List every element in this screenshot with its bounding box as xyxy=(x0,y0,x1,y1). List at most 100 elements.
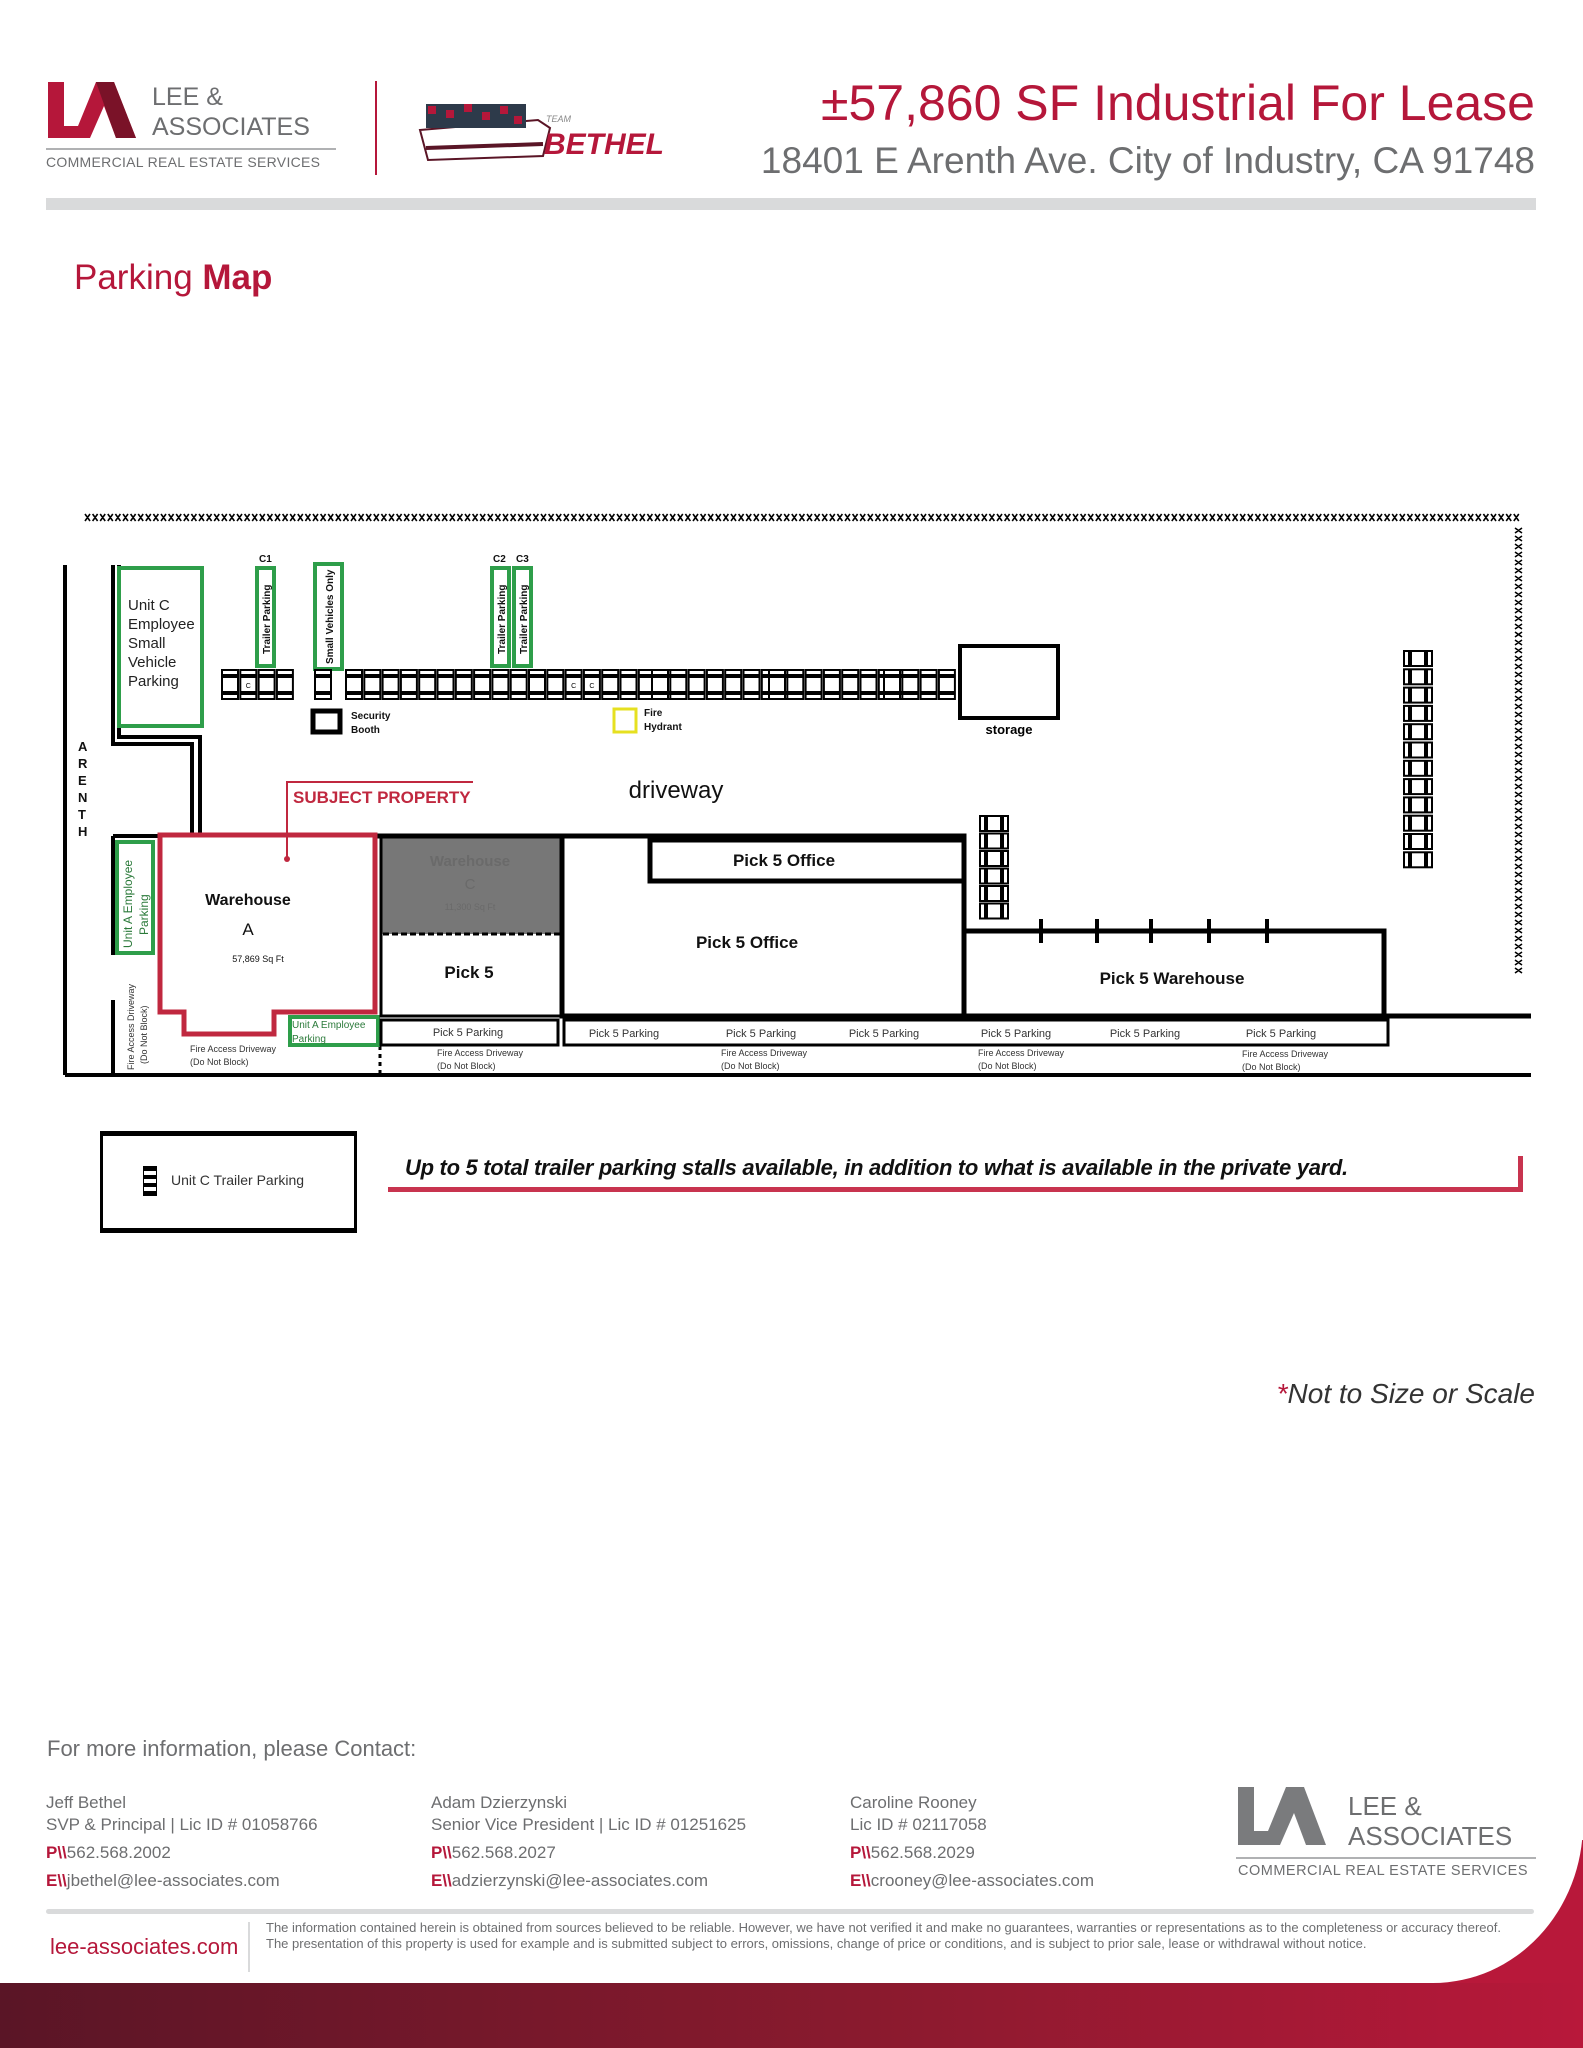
parking-stall xyxy=(399,669,418,700)
pick5-parking-label: Pick 5 Parking xyxy=(1246,1028,1316,1040)
fence-crosses xyxy=(84,513,1523,974)
unit-c-employee-parking-zone xyxy=(117,566,204,728)
pick5-office-label: Pick 5 Office xyxy=(733,851,835,870)
header-divider xyxy=(375,81,377,175)
pick5-parking-label: Pick 5 Parking xyxy=(1110,1028,1180,1040)
fire-access-label: (Do Not Block) xyxy=(437,1061,496,1071)
parking-stall xyxy=(705,669,724,700)
ship-icon xyxy=(418,104,552,162)
parking-stall xyxy=(979,902,1009,920)
warehouse-c-label: Warehouse xyxy=(430,853,510,870)
parking-stall xyxy=(345,669,363,700)
contact-phone[interactable]: 562.568.2027 xyxy=(451,1843,556,1862)
contact-email[interactable]: crooney@lee-associates.com xyxy=(870,1871,1095,1890)
fire-access-label: Fire Access Driveway xyxy=(437,1048,524,1058)
parking-stall xyxy=(1403,851,1433,869)
parking-stall: C xyxy=(239,669,258,700)
parking-stall xyxy=(546,669,565,700)
parking-stall xyxy=(786,669,805,700)
warehouse-c-letter: C xyxy=(465,876,476,893)
parking-stall xyxy=(619,669,638,700)
parking-stall xyxy=(937,669,956,700)
legend-box: Unit C Trailer Parking xyxy=(100,1131,357,1233)
listing-address: 18401 E Arenth Ave. City of Industry, CA… xyxy=(760,140,1535,181)
parking-stall xyxy=(454,669,473,700)
street-name-letter: R xyxy=(78,756,88,771)
unit-a-parking-label: Unit A Employee xyxy=(292,1020,366,1031)
fire-access-label: Fire Access Driveway xyxy=(1242,1049,1329,1059)
contact-name: Jeff Bethel xyxy=(46,1793,127,1812)
parking-stall xyxy=(768,669,786,700)
parking-stall xyxy=(979,850,1009,867)
trailer-parking-c3 xyxy=(512,566,533,668)
contact-email[interactable]: jbethel@lee-associates.com xyxy=(66,1871,280,1890)
parking-stall xyxy=(601,669,620,700)
callout-bar xyxy=(1518,1156,1523,1192)
logo-line2: ASSOCIATES xyxy=(152,113,310,141)
warehouse-a-label: Warehouse xyxy=(205,892,291,909)
street-name-letter: E xyxy=(78,773,87,788)
pick5-warehouse-building xyxy=(964,928,1531,1019)
parking-stall xyxy=(1403,686,1433,704)
unit-c-label: Employee xyxy=(128,616,195,633)
email-prefix: E\\ xyxy=(850,1871,871,1890)
c1-label: C1 xyxy=(259,554,272,565)
fire-access-label: Fire Access Driveway xyxy=(721,1048,808,1058)
fire-access-label: Fire Access Driveway xyxy=(126,983,136,1070)
parking-stall xyxy=(473,669,492,700)
lee-logo-mark-icon xyxy=(1238,1787,1326,1845)
parking-stall xyxy=(491,669,510,700)
footer-divider xyxy=(248,1922,250,1972)
stall-mark: C xyxy=(571,683,576,690)
unit-c-label: Parking xyxy=(128,673,179,690)
parking-stall xyxy=(1403,723,1433,741)
contact-email[interactable]: adzierzynski@lee-associates.com xyxy=(451,1871,709,1890)
legend-label: Unit C Trailer Parking xyxy=(171,1172,305,1188)
bethel-label: BETHEL xyxy=(544,128,664,161)
scale-asterisk: * xyxy=(1276,1378,1288,1409)
parking-stall xyxy=(724,669,743,700)
parking-stall xyxy=(1403,759,1433,777)
fence-line xyxy=(84,513,1523,974)
page-title-normal: Parking xyxy=(74,258,203,297)
parking-stall xyxy=(509,669,528,700)
security-booth xyxy=(310,708,343,735)
subject-property-pointer xyxy=(286,781,473,858)
fire-access-label: Fire Access Driveway xyxy=(190,1044,277,1054)
footer-lee-logo: LEE & ASSOCIATES COMMERCIAL REAL ESTATE … xyxy=(1236,1787,1536,1883)
parking-stall: C xyxy=(564,669,583,700)
disclaimer: The information contained herein is obta… xyxy=(266,1920,1501,1951)
contact-card: Jeff Bethel SVP & Principal | Lic ID # 0… xyxy=(46,1792,318,1892)
team-label: TEAM xyxy=(546,114,572,124)
parking-stall xyxy=(687,669,706,700)
fire-access-label: (Do Not Block) xyxy=(190,1057,249,1067)
parking-stall xyxy=(381,669,400,700)
parking-stall xyxy=(979,867,1009,885)
parking-stall: C xyxy=(582,669,601,700)
contact-phone[interactable]: 562.568.2029 xyxy=(870,1843,975,1862)
warehouse-c xyxy=(381,836,562,934)
parking-stall xyxy=(919,669,938,700)
footer-rule xyxy=(46,1909,1534,1914)
fire-hydrant-label: Hydrant xyxy=(644,722,682,733)
contact-title: Lic ID # 02117058 xyxy=(850,1815,987,1834)
stall-mark: C xyxy=(246,683,251,690)
pick5-parking-label: Pick 5 Parking xyxy=(589,1028,659,1040)
phone-prefix: P\\ xyxy=(431,1843,452,1862)
street-name-letter: T xyxy=(78,807,86,822)
website-link[interactable]: lee-associates.com xyxy=(50,1934,239,1959)
parking-stall xyxy=(859,669,878,700)
parking-stall xyxy=(979,832,1009,850)
trailer-parking-c1 xyxy=(255,566,276,668)
phone-prefix: P\\ xyxy=(850,1843,871,1862)
parking-stall xyxy=(1403,668,1433,686)
fire-access-label: (Do Not Block) xyxy=(978,1061,1037,1071)
page-title: Parking Map xyxy=(74,258,272,298)
logo-tagline: COMMERCIAL REAL ESTATE SERVICES xyxy=(46,154,321,170)
contact-phone[interactable]: 562.568.2002 xyxy=(66,1843,171,1862)
parking-stall xyxy=(221,669,239,700)
parking-stall xyxy=(1403,741,1433,759)
pick5-parking-label: Pick 5 Parking xyxy=(981,1028,1051,1040)
warehouse-a-size: 57,869 Sq Ft xyxy=(232,954,284,964)
parking-stall xyxy=(822,669,841,700)
